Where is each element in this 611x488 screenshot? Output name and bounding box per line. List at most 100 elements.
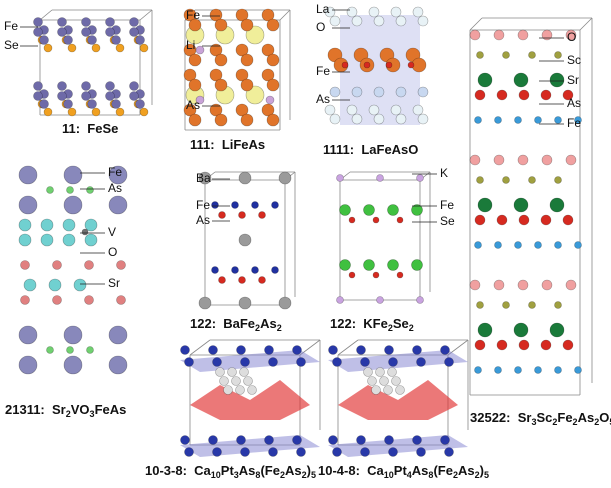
la-atom bbox=[395, 113, 407, 125]
o-atom bbox=[40, 218, 54, 232]
sc-atom bbox=[476, 176, 484, 184]
as-atom bbox=[247, 385, 257, 395]
as-atom bbox=[351, 86, 363, 98]
se-atom bbox=[33, 91, 43, 101]
fe-atom bbox=[214, 53, 228, 67]
sc-atom bbox=[554, 176, 562, 184]
fe-atom bbox=[261, 103, 275, 117]
lafeaso-caption: 1111: LaFeAsO bbox=[323, 142, 418, 157]
fe-atom bbox=[240, 53, 254, 67]
as-atom bbox=[265, 95, 275, 105]
as-atom bbox=[195, 45, 205, 55]
ca-atom bbox=[208, 435, 218, 445]
fe-atom bbox=[474, 241, 482, 249]
fe-atom bbox=[214, 113, 228, 127]
ca-atom bbox=[416, 447, 426, 457]
ba-atom bbox=[278, 296, 292, 310]
ca-atom bbox=[444, 357, 454, 367]
fe-atom bbox=[474, 366, 482, 374]
la-atom bbox=[390, 104, 402, 116]
fe-atom bbox=[86, 186, 94, 194]
o-atom bbox=[565, 29, 577, 41]
fe-atom bbox=[214, 78, 228, 92]
o-atom bbox=[407, 61, 415, 69]
fe-atom bbox=[474, 116, 482, 124]
se-atom bbox=[363, 259, 375, 271]
fe-atom bbox=[188, 113, 202, 127]
as-atom bbox=[238, 276, 246, 284]
ca-atom bbox=[292, 345, 302, 355]
caption-formula: LiFeAs bbox=[221, 137, 266, 152]
ca-atom bbox=[212, 357, 222, 367]
sc-atom bbox=[476, 301, 484, 309]
li-atom bbox=[245, 25, 265, 45]
o-atom bbox=[40, 233, 54, 247]
sc-atom bbox=[554, 51, 562, 59]
fe-atom bbox=[494, 366, 502, 374]
o-atom bbox=[517, 29, 529, 41]
caption-prefix: 1111: bbox=[323, 142, 362, 157]
fe-atom bbox=[139, 43, 149, 53]
se-atom bbox=[129, 91, 139, 101]
as-atom bbox=[387, 367, 397, 377]
s21311-caption: 21311: Sr2VO3FeAs bbox=[5, 402, 127, 419]
se-atom bbox=[129, 17, 139, 27]
se-atom bbox=[105, 17, 115, 27]
fe-atom bbox=[266, 113, 280, 127]
fe-atom bbox=[554, 116, 562, 124]
as-atom bbox=[329, 86, 341, 98]
la-atom bbox=[412, 104, 424, 116]
atom-label-fe: Fe bbox=[108, 165, 123, 179]
atom-label-fe: Fe bbox=[316, 64, 331, 78]
fe-atom bbox=[494, 116, 502, 124]
la-atom bbox=[329, 15, 341, 27]
se-atom bbox=[57, 91, 67, 101]
fe-atom bbox=[46, 186, 54, 194]
o-atom bbox=[363, 61, 371, 69]
se-atom bbox=[135, 35, 145, 45]
la-atom bbox=[395, 15, 407, 27]
o-atom bbox=[540, 89, 552, 101]
atom-label-se: Se bbox=[4, 38, 19, 52]
as-atom bbox=[375, 367, 385, 377]
k-atom bbox=[376, 296, 384, 304]
o-atom bbox=[469, 29, 481, 41]
sc-atom bbox=[502, 176, 510, 184]
ca-atom bbox=[416, 357, 426, 367]
sc-atom bbox=[554, 301, 562, 309]
atom-label-o: O bbox=[567, 30, 577, 44]
caption-formula: BaFe2As2 bbox=[223, 316, 282, 333]
ca-atom bbox=[268, 447, 278, 457]
caption-formula: KFe2Se2 bbox=[363, 316, 414, 333]
as-atom bbox=[243, 376, 253, 386]
o-atom bbox=[540, 339, 552, 351]
se-atom bbox=[387, 204, 399, 216]
fe-atom bbox=[183, 8, 197, 22]
ca-atom bbox=[296, 447, 306, 457]
bond-line bbox=[39, 9, 53, 21]
fe-atom bbox=[251, 266, 259, 274]
se-atom bbox=[81, 81, 91, 91]
s32522-caption: 32522: Sr3Sc2Fe2As2O5 bbox=[470, 410, 611, 427]
fe-atom bbox=[188, 53, 202, 67]
caption-formula: Sr2VO3FeAs bbox=[52, 402, 127, 419]
se-atom bbox=[87, 35, 97, 45]
fe-atom bbox=[534, 116, 542, 124]
fe-atom bbox=[240, 78, 254, 92]
caption-prefix: 111: bbox=[190, 137, 222, 152]
o-atom bbox=[84, 233, 98, 247]
bond-line bbox=[579, 17, 593, 31]
se-atom bbox=[33, 27, 43, 37]
se-atom bbox=[129, 27, 139, 37]
fe-atom bbox=[235, 43, 249, 57]
ca-atom bbox=[332, 447, 342, 457]
fe-atom bbox=[231, 266, 239, 274]
fe-atom bbox=[211, 201, 219, 209]
fe-atom bbox=[514, 366, 522, 374]
as-atom bbox=[108, 195, 128, 215]
ca-atom bbox=[356, 345, 366, 355]
as-atom bbox=[108, 355, 128, 375]
caption-prefix: 11: bbox=[62, 121, 88, 136]
atom-label-se: Se bbox=[440, 214, 455, 228]
